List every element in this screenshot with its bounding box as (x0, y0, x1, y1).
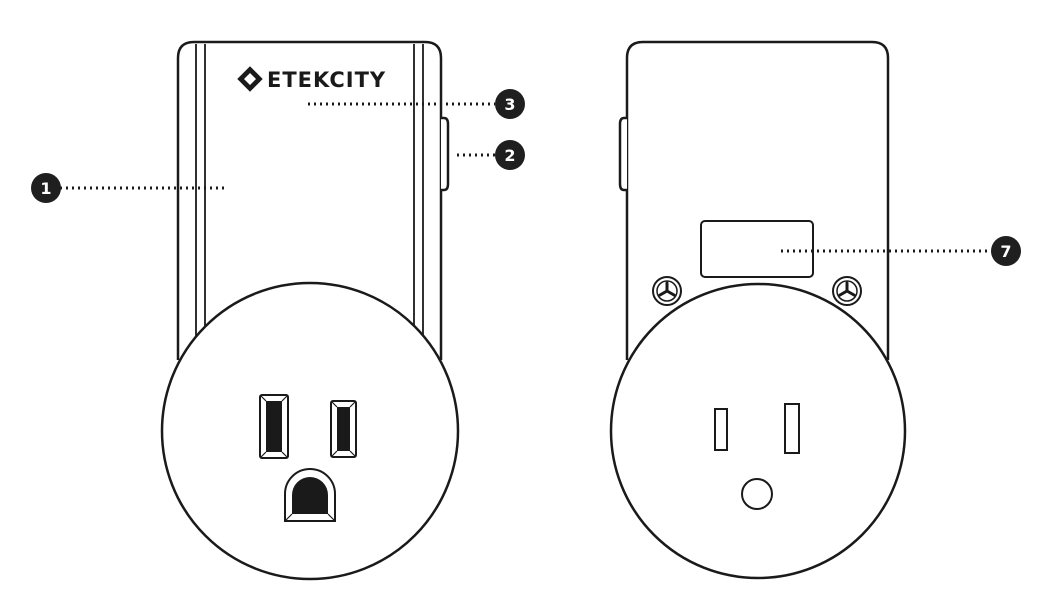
tri-wing-screw-icon (652, 276, 682, 306)
callout-2: 2 (457, 140, 525, 170)
front-ground-hole (284, 468, 336, 522)
callout-2-number: 2 (504, 146, 515, 165)
callout-1-badge (31, 173, 61, 203)
tri-wing-screw-icon (832, 276, 862, 306)
callout-7-number: 7 (1000, 242, 1011, 261)
back-prong-left (714, 408, 728, 451)
back-ground-pin (741, 478, 773, 510)
front-slot-right (330, 400, 357, 458)
front-view: ETEKCITY (160, 40, 460, 581)
callout-3: 3 (308, 89, 525, 119)
callout-2-badge (495, 140, 525, 170)
callout-3-number: 3 (504, 95, 515, 114)
side-button[interactable] (441, 116, 450, 192)
front-outlet-face (160, 281, 460, 581)
brand-name: ETEKCITY (267, 68, 386, 92)
back-plug-face (609, 282, 907, 580)
back-view (609, 40, 907, 580)
front-slot-left (259, 394, 289, 459)
callout-7-badge (991, 236, 1021, 266)
callout-1-number: 1 (40, 179, 51, 198)
back-side-button (618, 116, 627, 192)
callout-7: 7 (781, 236, 1021, 266)
callout-3-badge (495, 89, 525, 119)
back-prong-right (784, 403, 800, 454)
front-housing (176, 40, 443, 360)
label-area (700, 220, 814, 278)
callout-1: 1 (31, 173, 226, 203)
back-housing (625, 40, 890, 360)
